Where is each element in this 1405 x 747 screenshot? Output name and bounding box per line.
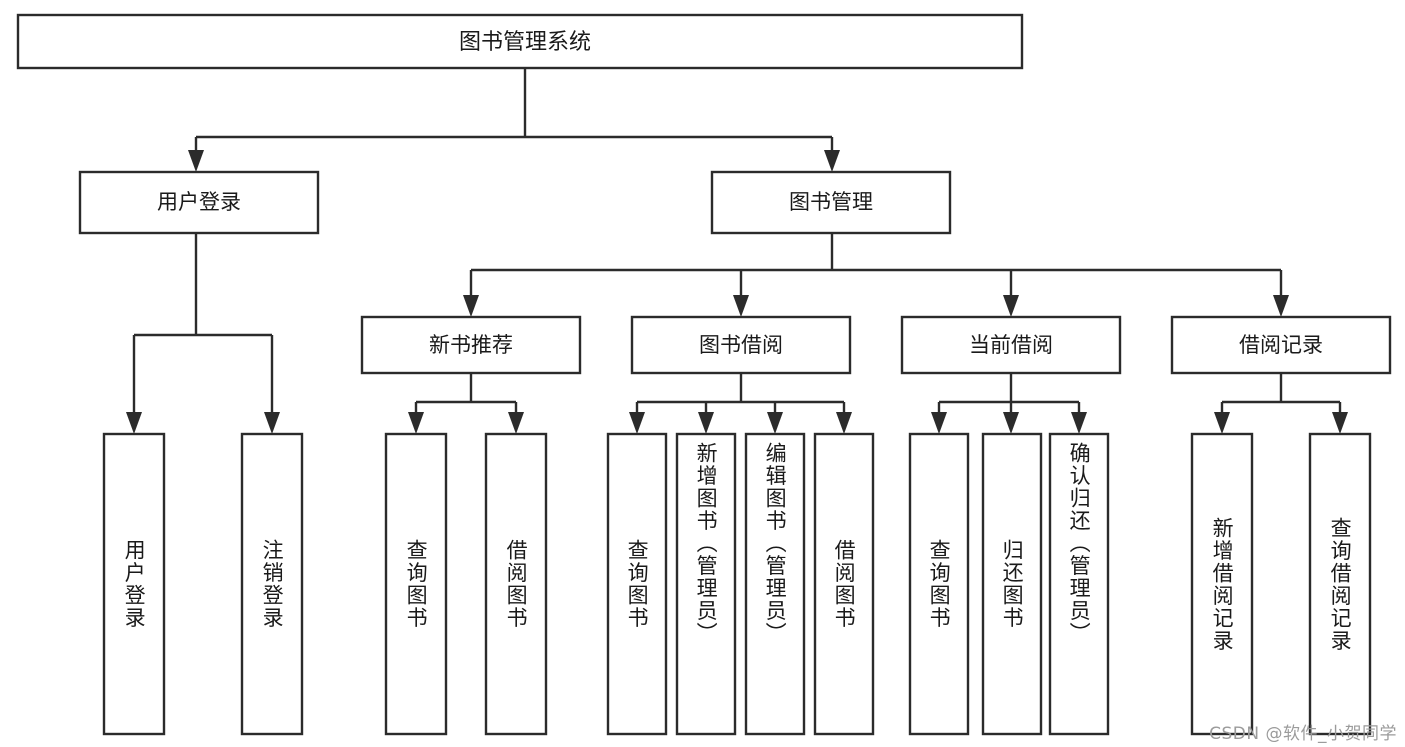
book-manage-label: 图书管理 bbox=[789, 190, 873, 214]
leaf-box-query-book-1[interactable] bbox=[384, 432, 448, 736]
leaf-box-user-login[interactable] bbox=[102, 432, 166, 736]
user-login-label: 用户登录 bbox=[157, 190, 241, 214]
node-borrow-record[interactable]: 借阅记录 bbox=[1170, 315, 1392, 375]
edge-userlogin-bus bbox=[132, 233, 274, 422]
arrowhead-leaf-borrow-book-2 bbox=[836, 412, 852, 434]
leaf-box-borrow-book-2[interactable] bbox=[813, 432, 875, 736]
arrowhead-to-new-book-rec bbox=[463, 295, 479, 317]
node-root[interactable]: 图书管理系统 bbox=[16, 13, 1024, 70]
book-manage-box[interactable] bbox=[710, 170, 952, 235]
user-login-box[interactable] bbox=[78, 170, 320, 235]
root-box[interactable] bbox=[16, 13, 1024, 70]
arrowhead-leaf-query-book-3 bbox=[931, 412, 947, 434]
node-user-login[interactable]: 用户登录 bbox=[78, 170, 320, 235]
arrowhead-to-borrow-record bbox=[1273, 295, 1289, 317]
leaf-box-add-record[interactable] bbox=[1190, 432, 1254, 736]
arrowhead-to-current-borrow bbox=[1003, 295, 1019, 317]
root-label: 图书管理系统 bbox=[459, 30, 591, 55]
arrowhead-leaf-borrow-book-1 bbox=[508, 412, 524, 434]
book-borrow-label: 图书借阅 bbox=[699, 333, 783, 357]
node-new-book-rec[interactable]: 新书推荐 bbox=[360, 315, 582, 375]
edge-bookborrow-bus bbox=[635, 373, 846, 422]
connector-layer bbox=[126, 68, 1348, 434]
arrowhead-leaf-return-book bbox=[1003, 412, 1019, 434]
borrow-record-label: 借阅记录 bbox=[1239, 333, 1323, 357]
edge-bookmanage-bus bbox=[469, 233, 1283, 306]
new-book-rec-box[interactable] bbox=[360, 315, 582, 375]
leaf-box-query-book-3[interactable] bbox=[908, 432, 970, 736]
leaf-box-query-record[interactable] bbox=[1308, 432, 1372, 736]
node-book-borrow[interactable]: 图书借阅 bbox=[630, 315, 852, 375]
book-borrow-box[interactable] bbox=[630, 315, 852, 375]
new-book-rec-label: 新书推荐 bbox=[429, 333, 513, 357]
arrowhead-leaf-confirm-return bbox=[1071, 412, 1087, 434]
arrowhead-to-book-manage bbox=[824, 150, 840, 172]
arrowhead-leaf-query-book-1 bbox=[408, 412, 424, 434]
arrowhead-leaf-logout bbox=[264, 412, 280, 434]
arrowhead-leaf-query-book-2 bbox=[629, 412, 645, 434]
node-current-borrow[interactable]: 当前借阅 bbox=[900, 315, 1122, 375]
borrow-record-box[interactable] bbox=[1170, 315, 1392, 375]
node-book-manage[interactable]: 图书管理 bbox=[710, 170, 952, 235]
arrowhead-leaf-add-record bbox=[1214, 412, 1230, 434]
leaf-box-return-book[interactable] bbox=[981, 432, 1043, 736]
arrowhead-to-user-login bbox=[188, 150, 204, 172]
current-borrow-box[interactable] bbox=[900, 315, 1122, 375]
arrowhead-leaf-query-record bbox=[1332, 412, 1348, 434]
arrowhead-leaf-edit-book bbox=[767, 412, 783, 434]
edge-newbookrec-bus bbox=[414, 373, 518, 422]
leaf-box-query-book-2[interactable] bbox=[606, 432, 668, 736]
leaf-box-confirm-return[interactable] bbox=[1048, 432, 1110, 736]
leaf-box-layer bbox=[102, 432, 1372, 736]
leaf-box-add-book[interactable] bbox=[675, 432, 737, 736]
arrowhead-leaf-add-book bbox=[698, 412, 714, 434]
leaf-box-logout[interactable] bbox=[240, 432, 304, 736]
edge-borrowrecord-bus bbox=[1220, 373, 1342, 422]
arrowhead-to-book-borrow bbox=[733, 295, 749, 317]
leaf-box-edit-book[interactable] bbox=[744, 432, 806, 736]
edge-root-bus bbox=[194, 68, 834, 160]
leaf-box-borrow-book-1[interactable] bbox=[484, 432, 548, 736]
current-borrow-label: 当前借阅 bbox=[969, 333, 1053, 357]
arrowhead-leaf-user-login bbox=[126, 412, 142, 434]
csdn-watermark: CSDN @软件_小贺同学 bbox=[1209, 724, 1397, 744]
